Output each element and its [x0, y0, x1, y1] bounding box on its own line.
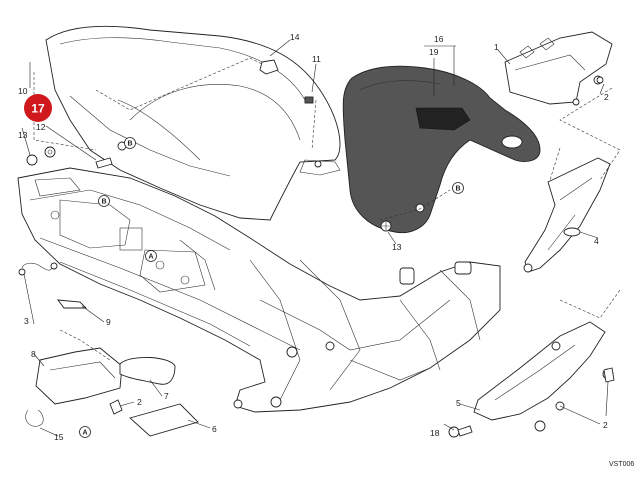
rubber-pad-14 [259, 59, 279, 75]
ref-marker-b2: B [98, 195, 110, 207]
callout-2: 2 [603, 420, 608, 430]
callout-8: 8 [31, 349, 36, 359]
side-panel-1 [504, 31, 613, 106]
ref-marker-a1: A [145, 250, 157, 262]
ref-label: B [455, 186, 460, 193]
block-11 [304, 96, 314, 104]
callout-3: 3 [24, 316, 29, 326]
callout-15: 15 [54, 432, 64, 442]
frame-assembly [17, 167, 501, 413]
ref-marker-a2: A [79, 426, 91, 438]
figure-number-badge: 17 [24, 94, 52, 122]
callout-13: 13 [392, 242, 402, 252]
callout-11: 11 [312, 54, 321, 64]
callout-6: 6 [212, 424, 217, 434]
ref-label: B [101, 199, 106, 206]
callout-16: 16 [434, 34, 444, 44]
callout-13: 13 [18, 130, 28, 140]
callout-labels: 1 2 2 2 3 4 5 6 7 8 9 10 11 12 13 13 14 … [18, 32, 609, 442]
callout-12: 12 [36, 122, 46, 132]
rider-seat [45, 25, 341, 221]
ref-label: A [82, 430, 87, 437]
ref-label: A [148, 254, 153, 261]
callout-10: 10 [18, 86, 28, 96]
callout-2: 2 [604, 92, 609, 102]
callout-2: 2 [137, 397, 142, 407]
badge-label: 17 [31, 102, 45, 116]
callout-9: 9 [106, 317, 111, 327]
side-panel-5 [473, 321, 606, 421]
ref-marker-b3: B [452, 182, 464, 194]
callout-1: 1 [494, 42, 499, 52]
drawing-code: VST006 [609, 461, 634, 468]
leader-lines [21, 39, 609, 437]
callout-19: 19 [429, 47, 439, 57]
small-parts [18, 59, 615, 438]
ref-marker-b1: B [124, 137, 136, 149]
callout-4: 4 [594, 236, 599, 246]
ref-label: B [127, 141, 132, 148]
callout-7: 7 [164, 391, 169, 401]
passenger-seat-cover [342, 65, 541, 234]
callout-5: 5 [456, 398, 461, 408]
callout-14: 14 [290, 32, 300, 42]
side-panel-4 [523, 157, 611, 273]
callout-18: 18 [430, 428, 440, 438]
